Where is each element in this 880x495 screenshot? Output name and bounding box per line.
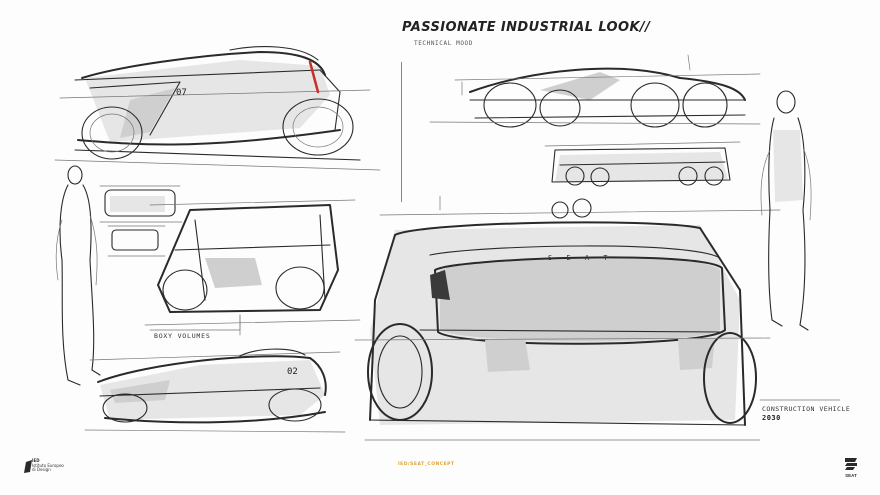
sketch-vehicle-top-right [429, 54, 761, 128]
ied-logo-icon [24, 460, 32, 473]
seat-logo: SEAT [836, 456, 866, 482]
sketch-car-bottom-left [84, 348, 346, 433]
vehicle-tag-02: 02 [287, 367, 298, 377]
boxy-volumes-label: BOXY VOLUMES [154, 332, 211, 340]
sheet-title: PASSIONATE INDUSTRIAL LOOK// [402, 20, 651, 35]
vertical-divider [401, 62, 402, 202]
ied-name: IED [32, 458, 40, 463]
ied-sub2: di Design [32, 467, 51, 472]
sketch-figure-right [760, 90, 812, 331]
sketch-vehicle-mid-right [544, 141, 741, 187]
ied-sub1: Istituto Europeo [32, 462, 64, 468]
caption-construction-vehicle: CONSTRUCTION VEHICLE [762, 405, 851, 413]
seat-logo-text: SEAT [845, 473, 857, 478]
sketch-figure-left [55, 165, 101, 386]
sketch-vehicle-front-main [354, 195, 781, 441]
caption-year: 2030 [762, 414, 781, 422]
sketch-small-boxes [99, 185, 183, 257]
vehicle-tag-07: 07 [176, 88, 187, 98]
front-badge-text: S E A T [548, 254, 613, 262]
sheet-subtitle: TECHNICAL MOOD [414, 40, 473, 47]
seat-logo-icon [845, 458, 857, 470]
sketch-car-top-left [54, 46, 381, 171]
ied-logo-text: IED Istituto Europeo di Design [32, 458, 64, 473]
sketch-boxy-volumes [144, 199, 361, 336]
footer-concept-text: IED/SEAT_CONCEPT [398, 462, 455, 467]
